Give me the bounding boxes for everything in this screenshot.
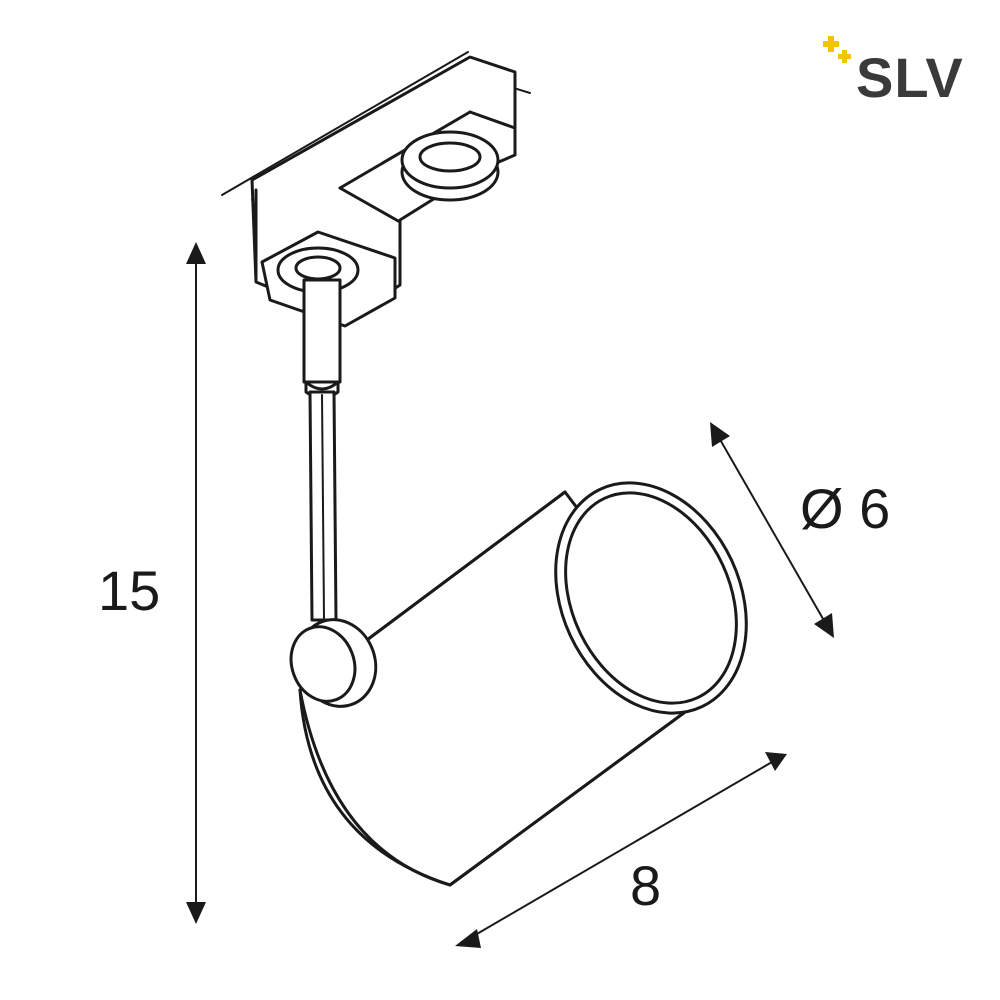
diameter-label: Ø 6 xyxy=(800,477,890,540)
length-label: 8 xyxy=(630,854,661,917)
logo-background xyxy=(818,22,978,108)
height-dimension: 15 xyxy=(98,242,206,924)
track-adapter xyxy=(250,55,517,328)
diameter-dimension-line xyxy=(717,435,827,625)
length-dimension: 8 xyxy=(455,752,787,948)
logo-wordmark: SLV xyxy=(856,46,964,109)
arrow-down-right-icon xyxy=(814,613,834,638)
length-dimension-line xyxy=(469,761,773,939)
arrow-down-left-icon xyxy=(455,929,481,948)
arrow-up-left-icon xyxy=(710,422,730,447)
sparkle-icon xyxy=(823,36,851,63)
arrow-up-icon xyxy=(186,242,206,264)
arrow-up-right-icon xyxy=(765,752,787,771)
spot-stem xyxy=(302,278,342,622)
spot-head xyxy=(289,481,748,887)
arrow-down-icon xyxy=(186,902,206,924)
diameter-dimension: Ø 6 xyxy=(710,422,890,638)
slv-logo: SLV xyxy=(818,22,978,109)
height-label: 15 xyxy=(98,559,160,622)
